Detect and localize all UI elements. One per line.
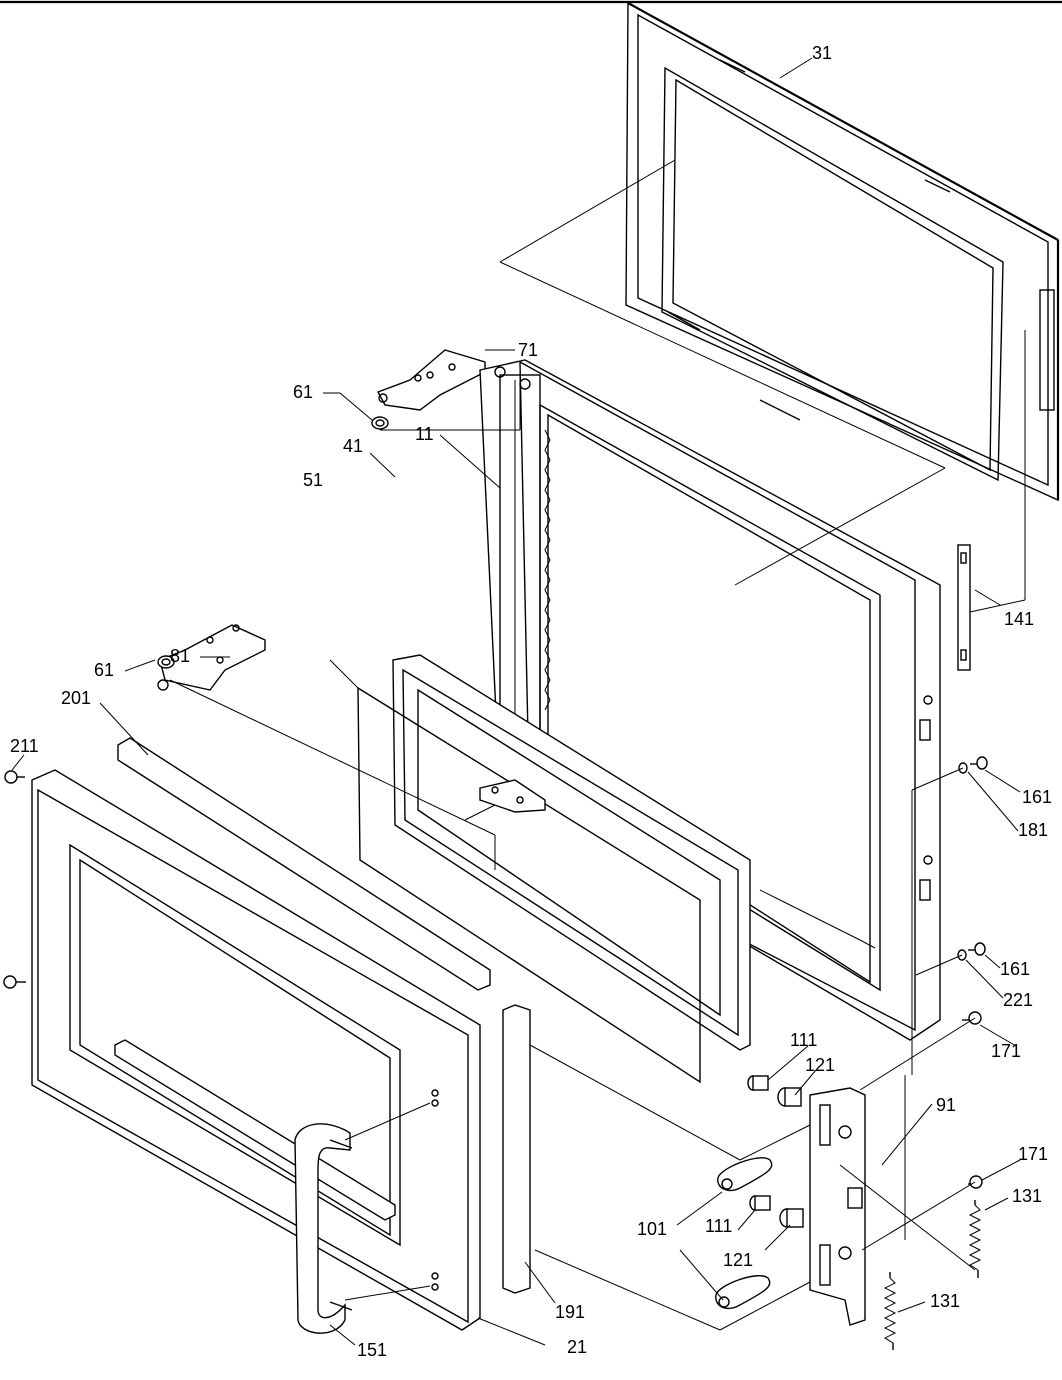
part-31-door-panel bbox=[625, 1, 1060, 502]
assembly-guide-lines bbox=[169, 159, 1026, 1331]
part-61-washer-lower bbox=[157, 655, 175, 669]
label-201: 201 bbox=[61, 688, 91, 708]
part-91-hinge-bar bbox=[809, 1087, 866, 1326]
label-61-upper: 61 bbox=[293, 382, 313, 402]
part-101-levers bbox=[715, 1157, 773, 1310]
part-61-washer-upper bbox=[371, 416, 389, 430]
label-161-upper: 161 bbox=[1022, 787, 1052, 807]
part-21-front-frame bbox=[31, 769, 481, 1331]
label-121-lower: 121 bbox=[723, 1250, 753, 1270]
label-141: 141 bbox=[1004, 609, 1034, 629]
label-171-lower: 171 bbox=[1018, 1144, 1048, 1164]
inner-bracket bbox=[479, 779, 546, 813]
label-111-lower: 111 bbox=[705, 1216, 732, 1236]
part-151-handle bbox=[294, 1123, 353, 1334]
label-91: 91 bbox=[936, 1095, 956, 1115]
part-131-springs bbox=[883, 1200, 982, 1350]
part-141-latch-bar bbox=[957, 544, 971, 671]
label-181: 181 bbox=[1018, 820, 1048, 840]
label-161-lower: 161 bbox=[1000, 959, 1030, 979]
part-171-screws bbox=[962, 1011, 983, 1189]
label-31: 31 bbox=[812, 43, 832, 63]
label-21: 21 bbox=[567, 1337, 587, 1357]
part-191-strip bbox=[502, 1004, 531, 1294]
label-191: 191 bbox=[555, 1302, 585, 1322]
part-51-glass-panel bbox=[357, 686, 701, 1084]
label-41: 41 bbox=[343, 436, 363, 456]
leader-lines bbox=[11, 57, 1021, 1346]
label-111-upper: 111 bbox=[790, 1030, 817, 1050]
label-131-upper: 131 bbox=[1012, 1186, 1042, 1206]
label-121-upper: 121 bbox=[805, 1055, 835, 1075]
part-161-screws bbox=[968, 756, 988, 956]
part-201-strip bbox=[117, 737, 491, 991]
part-111-pins bbox=[747, 1075, 771, 1211]
label-131-lower: 131 bbox=[930, 1291, 960, 1311]
part-71-hinge-plate bbox=[377, 349, 486, 411]
part-labels: 31 71 61 141 11 41 51 81 61 201 211 161 … bbox=[10, 43, 1052, 1360]
label-11: 11 bbox=[415, 424, 434, 444]
label-101: 101 bbox=[637, 1219, 667, 1239]
label-71: 71 bbox=[518, 340, 538, 360]
part-121-pins bbox=[777, 1087, 804, 1228]
label-61-lower: 61 bbox=[94, 660, 114, 680]
part-41-gasket-frame bbox=[392, 654, 751, 1051]
label-221: 221 bbox=[1003, 990, 1033, 1010]
label-81: 81 bbox=[170, 646, 190, 666]
part-211-screws bbox=[3, 770, 26, 989]
label-171-upper: 171 bbox=[991, 1041, 1021, 1061]
label-151: 151 bbox=[357, 1340, 387, 1360]
label-51: 51 bbox=[303, 470, 323, 490]
label-211: 211 bbox=[10, 736, 39, 756]
